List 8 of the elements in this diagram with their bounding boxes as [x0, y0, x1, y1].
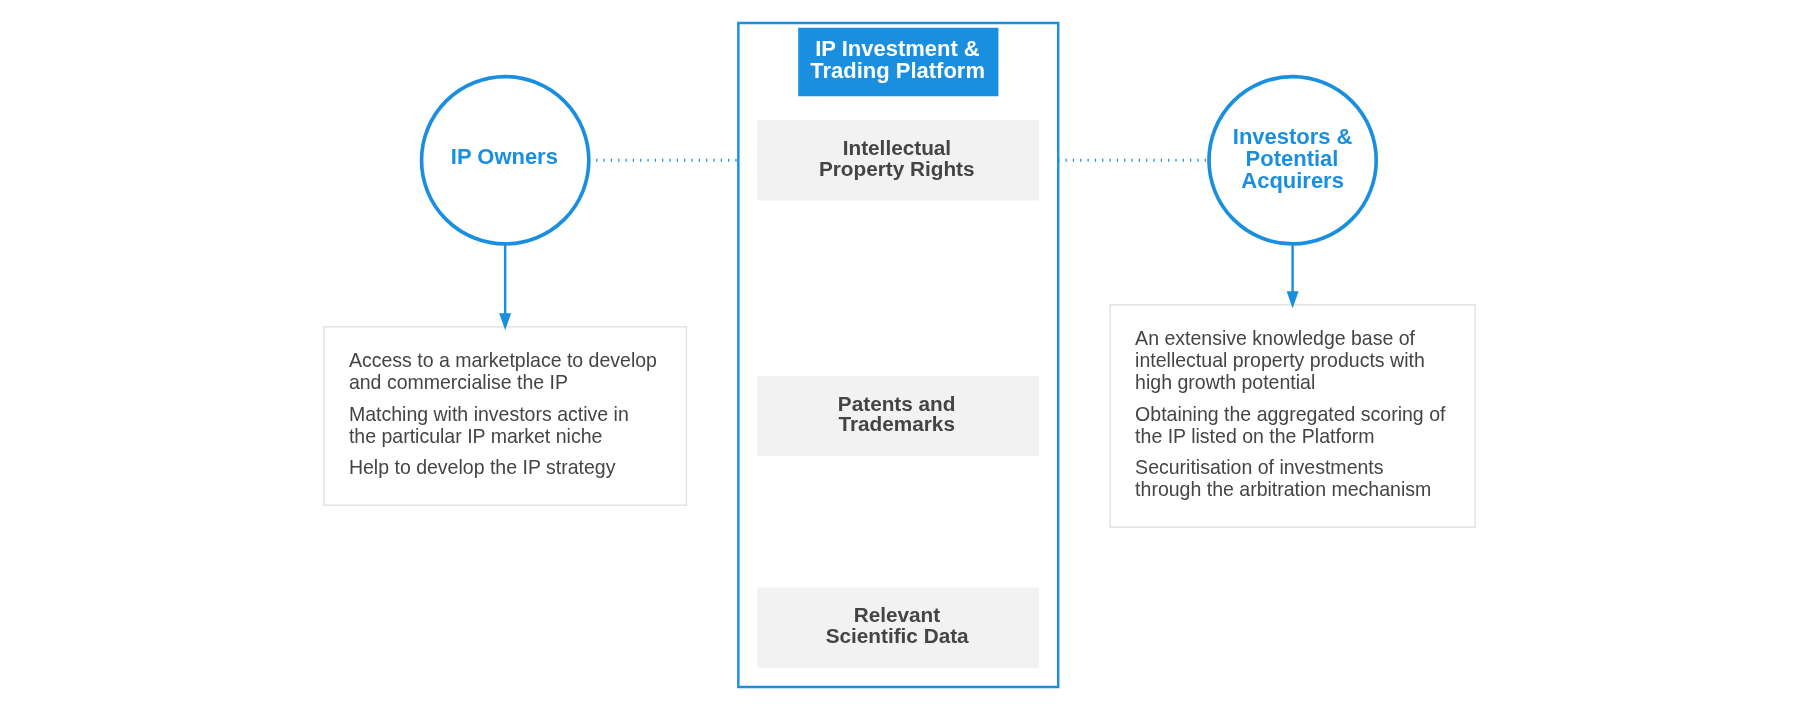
arrow: [1286, 244, 1299, 309]
node-box: Access to a marketplace to develop and commercialise the IP Matching with investors active in the particular IP market niche Help to develop the IP strategy: [323, 326, 688, 506]
connector: [588, 158, 739, 162]
node-circle: Investors & Potential Acquirers: [1207, 74, 1379, 246]
node-circle: IP Owners: [419, 74, 591, 246]
node-box: An extensive knowledge base of intellectual property products with high growth potential Obtaining the aggregated scoring of the IP listed on the Platform Securitisation of investments through the arbitration mechanism: [1109, 304, 1476, 528]
connector: [1058, 158, 1209, 162]
arrow: [499, 244, 512, 331]
